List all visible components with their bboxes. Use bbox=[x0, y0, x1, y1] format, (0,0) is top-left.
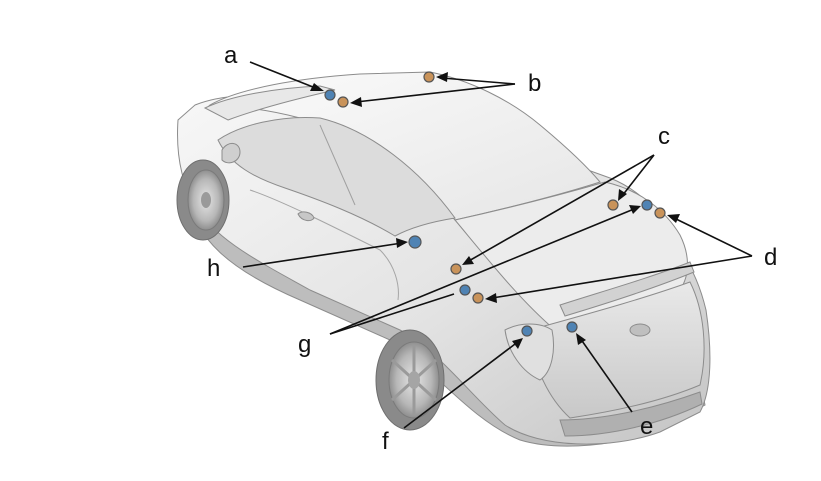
leader-e bbox=[579, 337, 633, 413]
b-pillar-line bbox=[319, 124, 356, 206]
marker-d-blue bbox=[641, 199, 653, 211]
arrow-c-2 bbox=[462, 256, 474, 265]
rear-wheel bbox=[375, 329, 445, 431]
marker-c-orange-2 bbox=[450, 263, 462, 275]
label-f: f bbox=[382, 428, 389, 455]
rear-panel bbox=[529, 281, 705, 419]
callout-labels: a b c d e f g h bbox=[207, 42, 777, 455]
marker-b-orange-2 bbox=[423, 71, 435, 83]
leader-c-2 bbox=[466, 154, 655, 263]
leader-b-1 bbox=[441, 77, 516, 85]
marker-a-blue bbox=[324, 89, 336, 101]
rear-emblem bbox=[629, 323, 651, 337]
leader-f bbox=[403, 340, 520, 429]
leader-d-2 bbox=[491, 255, 753, 299]
arrow-b-2 bbox=[350, 97, 362, 107]
label-h: h bbox=[207, 255, 220, 282]
markers bbox=[324, 71, 666, 337]
arrow-h bbox=[396, 238, 408, 248]
leader-c-1 bbox=[621, 154, 655, 197]
label-c: c bbox=[658, 123, 670, 150]
marker-d-orange bbox=[654, 207, 666, 219]
label-b: b bbox=[528, 70, 541, 97]
leader-g-1 bbox=[329, 208, 635, 335]
marker-g-orange bbox=[472, 292, 484, 304]
marker-b-orange-1 bbox=[337, 96, 349, 108]
arrowheads bbox=[310, 72, 680, 349]
leader-d-1 bbox=[673, 217, 753, 257]
side-windows bbox=[217, 116, 456, 237]
arrow-g-1 bbox=[629, 205, 641, 214]
leader-b-2 bbox=[355, 83, 516, 103]
rear-spoiler bbox=[559, 261, 695, 317]
door-line bbox=[249, 189, 399, 301]
arrow-d-1 bbox=[667, 214, 680, 223]
marker-e-blue bbox=[566, 321, 578, 333]
car-illustration bbox=[177, 71, 711, 447]
marker-f-blue bbox=[521, 325, 533, 337]
marker-c-orange-1 bbox=[607, 199, 619, 211]
leader-g-2 bbox=[329, 293, 455, 335]
leader-h bbox=[242, 242, 403, 268]
arrow-a bbox=[310, 83, 324, 91]
label-a: a bbox=[224, 42, 238, 69]
marker-h-blue bbox=[408, 235, 422, 249]
arrow-b-1 bbox=[436, 72, 448, 82]
taillight bbox=[504, 323, 554, 381]
marker-g-blue bbox=[459, 284, 471, 296]
leader-a bbox=[249, 61, 319, 90]
arrow-f bbox=[512, 338, 523, 349]
arrow-e bbox=[576, 333, 586, 345]
front-windshield bbox=[203, 85, 336, 121]
arrow-c-1 bbox=[618, 189, 627, 201]
rear-diffuser bbox=[559, 391, 703, 437]
label-e: e bbox=[640, 413, 653, 440]
label-g: g bbox=[298, 331, 311, 358]
arrow-d-2 bbox=[485, 293, 497, 303]
front-wheel bbox=[176, 159, 230, 241]
door-handle bbox=[297, 211, 315, 222]
label-d: d bbox=[764, 244, 777, 271]
side-mirror bbox=[221, 143, 241, 164]
leader-lines bbox=[242, 61, 753, 429]
